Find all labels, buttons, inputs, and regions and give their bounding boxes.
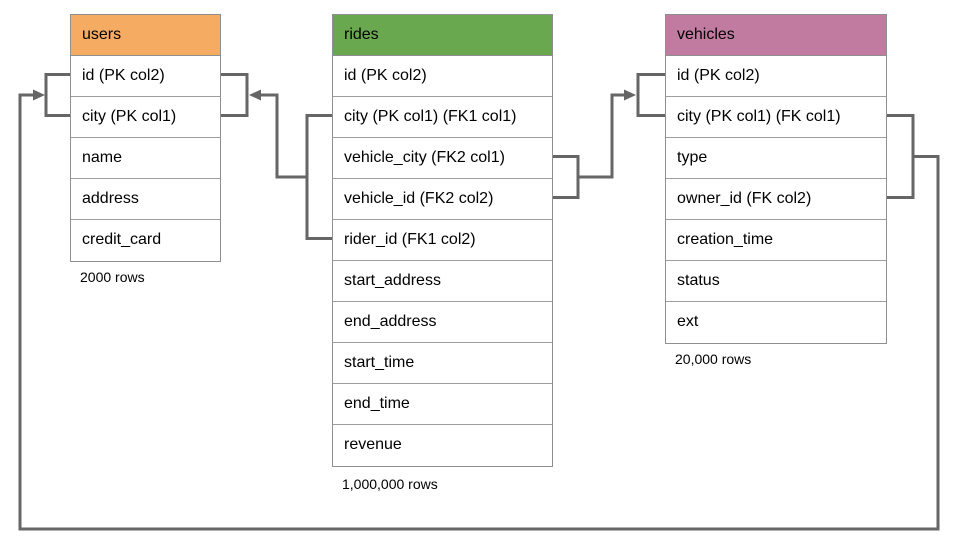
table-row: city (PK col1) (FK1 col1) [333, 97, 552, 138]
bracket-rides-fk1 [305, 114, 332, 240]
users-row-count: 2000 rows [80, 269, 145, 285]
table-row: credit_card [71, 220, 220, 261]
table-row: ext [666, 302, 886, 343]
table-row: start_time [333, 343, 552, 384]
bracket-vehicles-fk [887, 114, 915, 199]
table-row: creation_time [666, 220, 886, 261]
bracket-users-pk-right [221, 73, 249, 117]
table-row: start_address [333, 261, 552, 302]
table-row: status [666, 261, 886, 302]
table-row: end_address [333, 302, 552, 343]
connector-vehicles-fk-to-users [18, 93, 940, 531]
table-row: city (PK col1) [71, 97, 220, 138]
table-row: rider_id (FK1 col2) [333, 220, 552, 261]
table-users-header: users [71, 15, 220, 56]
table-row: name [71, 138, 220, 179]
table-row: city (PK col1) (FK col1) [666, 97, 886, 138]
table-row: id (PK col2) [333, 56, 552, 97]
table-row: type [666, 138, 886, 179]
table-row: id (PK col2) [666, 56, 886, 97]
bracket-users-pk-left [44, 73, 70, 117]
rides-row-count: 1,000,000 rows [342, 476, 438, 492]
table-row: revenue [333, 425, 552, 466]
bracket-vehicles-pk [636, 73, 665, 117]
table-row: vehicle_city (FK2 col1) [333, 138, 552, 179]
connector-rides-fk1-to-users [260, 93, 307, 179]
bracket-rides-fk2 [553, 155, 580, 199]
table-row: end_time [333, 384, 552, 425]
arrowhead-into-users-right [249, 89, 261, 101]
table-row: owner_id (FK col2) [666, 179, 886, 220]
table-rides-header: rides [333, 15, 552, 56]
table-users: users id (PK col2) city (PK col1) name a… [70, 14, 221, 262]
table-vehicles: vehicles id (PK col2) city (PK col1) (FK… [665, 14, 887, 344]
table-row: address [71, 179, 220, 220]
table-rides: rides id (PK col2) city (PK col1) (FK1 c… [332, 14, 553, 467]
table-row: vehicle_id (FK2 col2) [333, 179, 552, 220]
table-row: id (PK col2) [71, 56, 220, 97]
table-vehicles-header: vehicles [666, 15, 886, 56]
vehicles-row-count: 20,000 rows [675, 351, 752, 367]
arrowhead-into-vehicles-left [624, 89, 636, 101]
arrowhead-into-users-left [33, 89, 45, 101]
connector-rides-fk2-to-vehicles [578, 93, 625, 179]
